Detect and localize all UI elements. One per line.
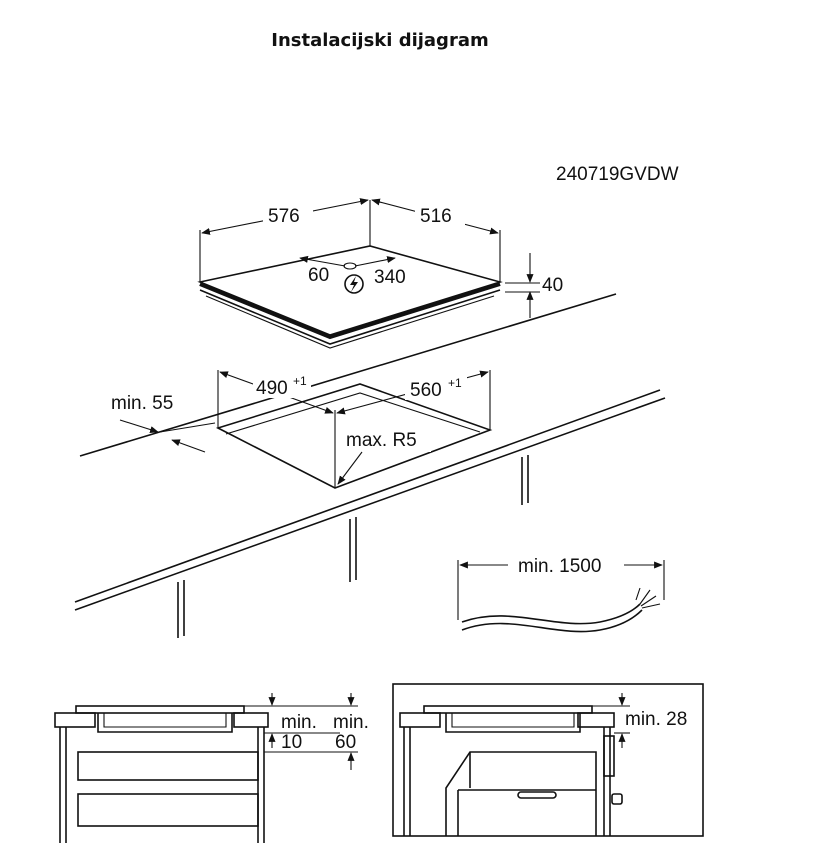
cutout-width-tol: +1	[448, 376, 462, 390]
gap-min-a-label: 10	[281, 732, 302, 753]
cable: min. 1500	[457, 556, 665, 633]
cutout-width-label: 560	[410, 380, 442, 401]
hob-width-label: 576	[268, 206, 300, 227]
hob-top: 576 516 60 340 40	[197, 198, 563, 349]
conn-left-label: 60	[308, 265, 329, 286]
gap-min-label-2: min.	[333, 712, 369, 733]
edge-min-label: min. 55	[111, 393, 173, 414]
corner-radius-label: max. R5	[346, 430, 417, 451]
cutout-depth-tol: +1	[293, 374, 307, 388]
diagram-code: 240719GVDW	[556, 164, 679, 185]
gap-min-label-1: min.	[281, 712, 317, 733]
hob-height-label: 40	[542, 275, 563, 296]
gap-min-c-label: min. 28	[625, 709, 687, 730]
countertop	[74, 293, 666, 638]
diagram-title: Instalacijski dijagram	[271, 30, 489, 51]
cutout-depth-label: 490	[256, 378, 288, 399]
section-drawers: min. 10 min. 60	[54, 693, 369, 843]
conn-right-label: 340	[374, 267, 406, 288]
cable-min-label: min. 1500	[518, 556, 601, 577]
electric-hazard-icon	[344, 274, 364, 294]
cutout: 490 +1 560 +1 max. R5 min. 55	[111, 370, 493, 489]
gap-min-b-label: 60	[335, 732, 356, 753]
section-oven: min. 28	[392, 683, 704, 837]
hob-depth-label: 516	[420, 206, 452, 227]
